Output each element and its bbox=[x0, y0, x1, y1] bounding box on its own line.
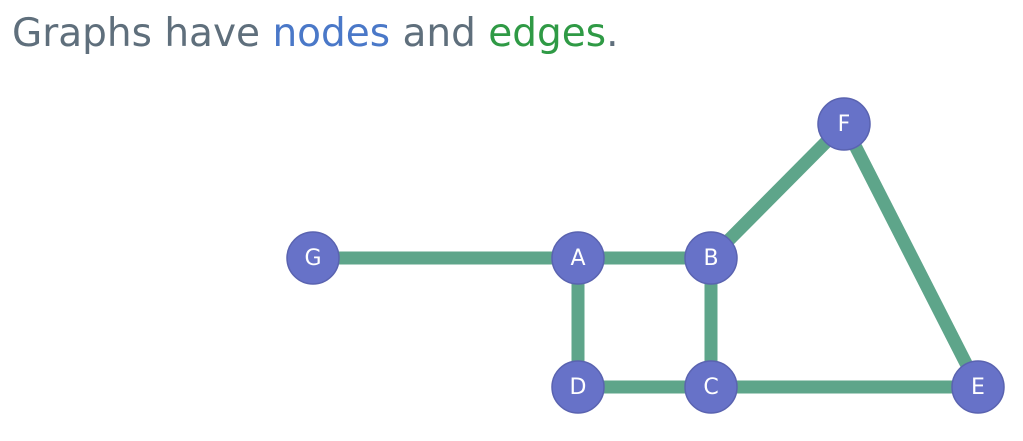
node-circle bbox=[817, 97, 871, 151]
node-label: B bbox=[703, 246, 718, 271]
page-title: Graphs have nodes and edges. bbox=[12, 8, 619, 60]
node-label: F bbox=[838, 112, 851, 137]
node-label: E bbox=[971, 375, 985, 400]
headline-prefix: Graphs have bbox=[12, 11, 273, 56]
headline-connector: and bbox=[390, 11, 489, 56]
node-circle bbox=[684, 360, 738, 414]
edges-word: edges bbox=[488, 11, 607, 56]
nodes-layer: F G A B D C E bbox=[286, 97, 1005, 414]
edge-f-e bbox=[838, 121, 984, 390]
node-label: G bbox=[304, 246, 321, 271]
edges-layer bbox=[313, 119, 984, 394]
node-circle bbox=[551, 231, 605, 285]
edge-b-f bbox=[706, 119, 849, 263]
node-c: C bbox=[684, 360, 738, 414]
node-b: B bbox=[684, 231, 738, 285]
node-label: C bbox=[703, 375, 718, 400]
node-circle bbox=[684, 231, 738, 285]
node-e: E bbox=[951, 360, 1005, 414]
headline-suffix: . bbox=[606, 11, 619, 56]
node-label: D bbox=[570, 375, 587, 400]
node-circle bbox=[551, 360, 605, 414]
node-circle bbox=[286, 231, 340, 285]
nodes-word: nodes bbox=[272, 11, 391, 56]
node-g: G bbox=[286, 231, 340, 285]
node-circle bbox=[951, 360, 1005, 414]
node-f: F bbox=[817, 97, 871, 151]
node-a: A bbox=[551, 231, 605, 285]
node-d: D bbox=[551, 360, 605, 414]
node-label: A bbox=[570, 246, 585, 271]
